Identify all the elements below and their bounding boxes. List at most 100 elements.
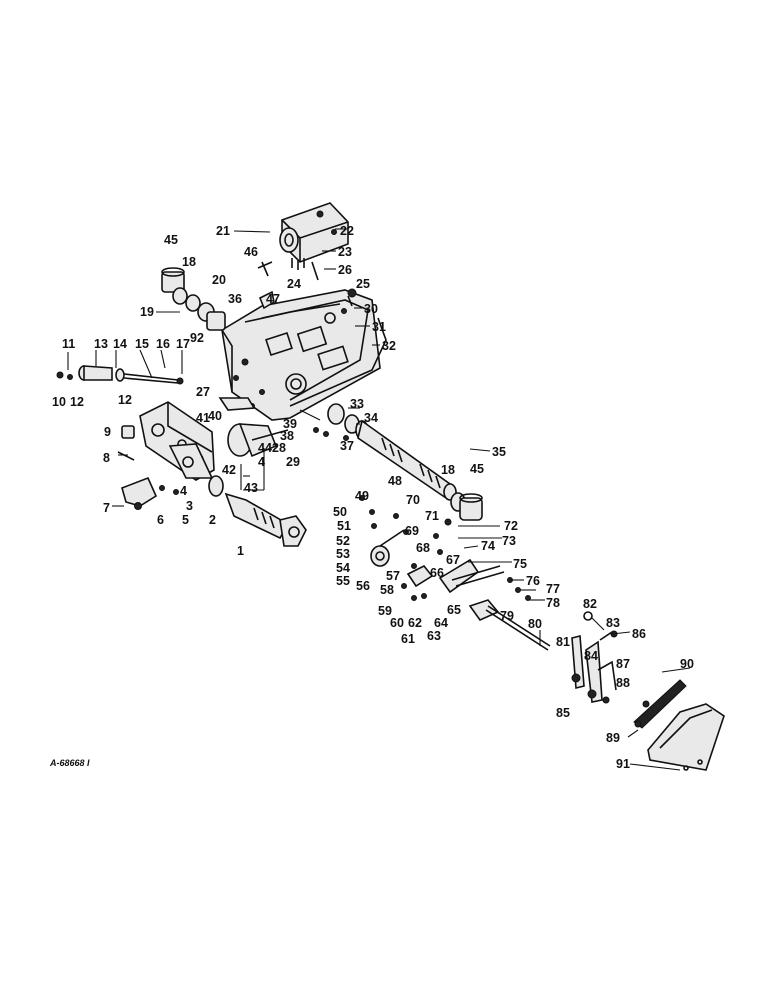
figure-reference-code: A-68668 I <box>49 758 90 768</box>
callout-74: 74 <box>481 539 495 553</box>
callout-37: 37 <box>340 439 354 453</box>
callout-90: 90 <box>680 657 694 671</box>
callout-46: 46 <box>244 245 258 259</box>
callout-labels: 1 2 3 4 4 5 6 7 8 9 10 11 12 12 13 14 15… <box>52 224 694 771</box>
callout-77: 77 <box>546 582 560 596</box>
callout-58: 58 <box>380 583 394 597</box>
callout-2: 2 <box>209 513 216 527</box>
cover-plate-part <box>218 397 256 411</box>
callout-12: 12 <box>118 393 132 407</box>
linkage-levers-part <box>370 529 551 651</box>
callout-33: 33 <box>350 397 364 411</box>
callout-34: 34 <box>364 411 378 425</box>
callout-65: 65 <box>447 603 461 617</box>
callout-15: 15 <box>135 337 149 351</box>
control-rod-part <box>56 365 184 385</box>
callout-85: 85 <box>556 706 570 720</box>
callout-47: 47 <box>266 292 280 306</box>
callout-17: 17 <box>176 337 190 351</box>
callout-67: 67 <box>446 553 460 567</box>
callout-72: 72 <box>504 519 518 533</box>
callout-3: 3 <box>186 499 193 513</box>
callout-6: 6 <box>157 513 164 527</box>
callout-50: 50 <box>333 505 347 519</box>
callout-19: 19 <box>140 305 154 319</box>
callout-27: 27 <box>196 385 210 399</box>
callout-31: 31 <box>372 320 386 334</box>
callout-26: 26 <box>338 263 352 277</box>
callout-28: 28 <box>272 441 286 455</box>
callout-18: 18 <box>182 255 196 269</box>
callout-4: 4 <box>180 484 187 498</box>
callout-56: 56 <box>356 579 370 593</box>
callout-69: 69 <box>405 524 419 538</box>
callout-8: 8 <box>103 451 110 465</box>
callout-20: 20 <box>212 273 226 287</box>
leader-lines <box>67 228 691 771</box>
callout-88: 88 <box>616 676 630 690</box>
callout-25: 25 <box>356 277 370 291</box>
callout-18: 18 <box>441 463 455 477</box>
callout-1: 1 <box>237 544 244 558</box>
callout-32: 32 <box>382 339 396 353</box>
callout-53: 53 <box>336 547 350 561</box>
callout-89: 89 <box>606 731 620 745</box>
callout-21: 21 <box>216 224 230 238</box>
bushing-stack-upper <box>161 267 226 331</box>
callout-10: 10 <box>52 395 66 409</box>
callout-9: 9 <box>104 425 111 439</box>
callout-11: 11 <box>62 337 75 351</box>
callout-62: 62 <box>408 616 422 630</box>
callout-79: 79 <box>500 609 514 623</box>
callout-55: 55 <box>336 574 350 588</box>
callout-57: 57 <box>386 569 400 583</box>
callout-13: 13 <box>94 337 108 351</box>
callout-86: 86 <box>632 627 646 641</box>
callout-41: 41 <box>196 411 210 425</box>
callout-51: 51 <box>337 519 351 533</box>
callout-39: 39 <box>283 417 297 431</box>
cam-roller-part <box>227 423 289 458</box>
callout-49: 49 <box>355 489 369 503</box>
callout-12: 12 <box>70 395 84 409</box>
right-linkage-part <box>571 611 618 704</box>
callout-24: 24 <box>287 277 301 291</box>
callout-75: 75 <box>513 557 527 571</box>
callout-83: 83 <box>606 616 620 630</box>
callout-44: 44 <box>258 441 272 455</box>
callout-80: 80 <box>528 617 542 631</box>
gasket-part <box>289 317 387 407</box>
quadrant-part <box>633 679 725 771</box>
callout-22: 22 <box>340 224 354 238</box>
callout-76: 76 <box>526 574 540 588</box>
lower-left-shaft-part <box>208 475 307 547</box>
callout-45: 45 <box>164 233 178 247</box>
small-parts-left <box>117 425 179 510</box>
callout-84: 84 <box>584 649 598 663</box>
callout-64: 64 <box>434 616 448 630</box>
callout-4: 4 <box>258 455 265 469</box>
callout-61: 61 <box>401 632 415 646</box>
callout-16: 16 <box>156 337 170 351</box>
callout-48: 48 <box>388 474 402 488</box>
callout-87: 87 <box>616 657 630 671</box>
callout-54: 54 <box>336 561 350 575</box>
callout-68: 68 <box>416 541 430 555</box>
valve-body-part <box>279 202 349 270</box>
splined-shaft-part <box>355 419 457 501</box>
callout-78: 78 <box>546 596 560 610</box>
callout-14: 14 <box>113 337 127 351</box>
callout-66: 66 <box>430 566 444 580</box>
callout-36: 36 <box>228 292 242 306</box>
callout-92: 92 <box>190 331 204 345</box>
callout-30: 30 <box>364 302 378 316</box>
small-pins-middle <box>359 495 531 601</box>
callout-73: 73 <box>502 534 516 548</box>
callout-45: 45 <box>470 462 484 476</box>
callout-43: 43 <box>244 481 258 495</box>
callout-35: 35 <box>492 445 506 459</box>
small-pins-top <box>257 261 357 314</box>
callout-42: 42 <box>222 463 236 477</box>
callout-7: 7 <box>103 501 110 515</box>
parts-drawing <box>56 202 725 771</box>
